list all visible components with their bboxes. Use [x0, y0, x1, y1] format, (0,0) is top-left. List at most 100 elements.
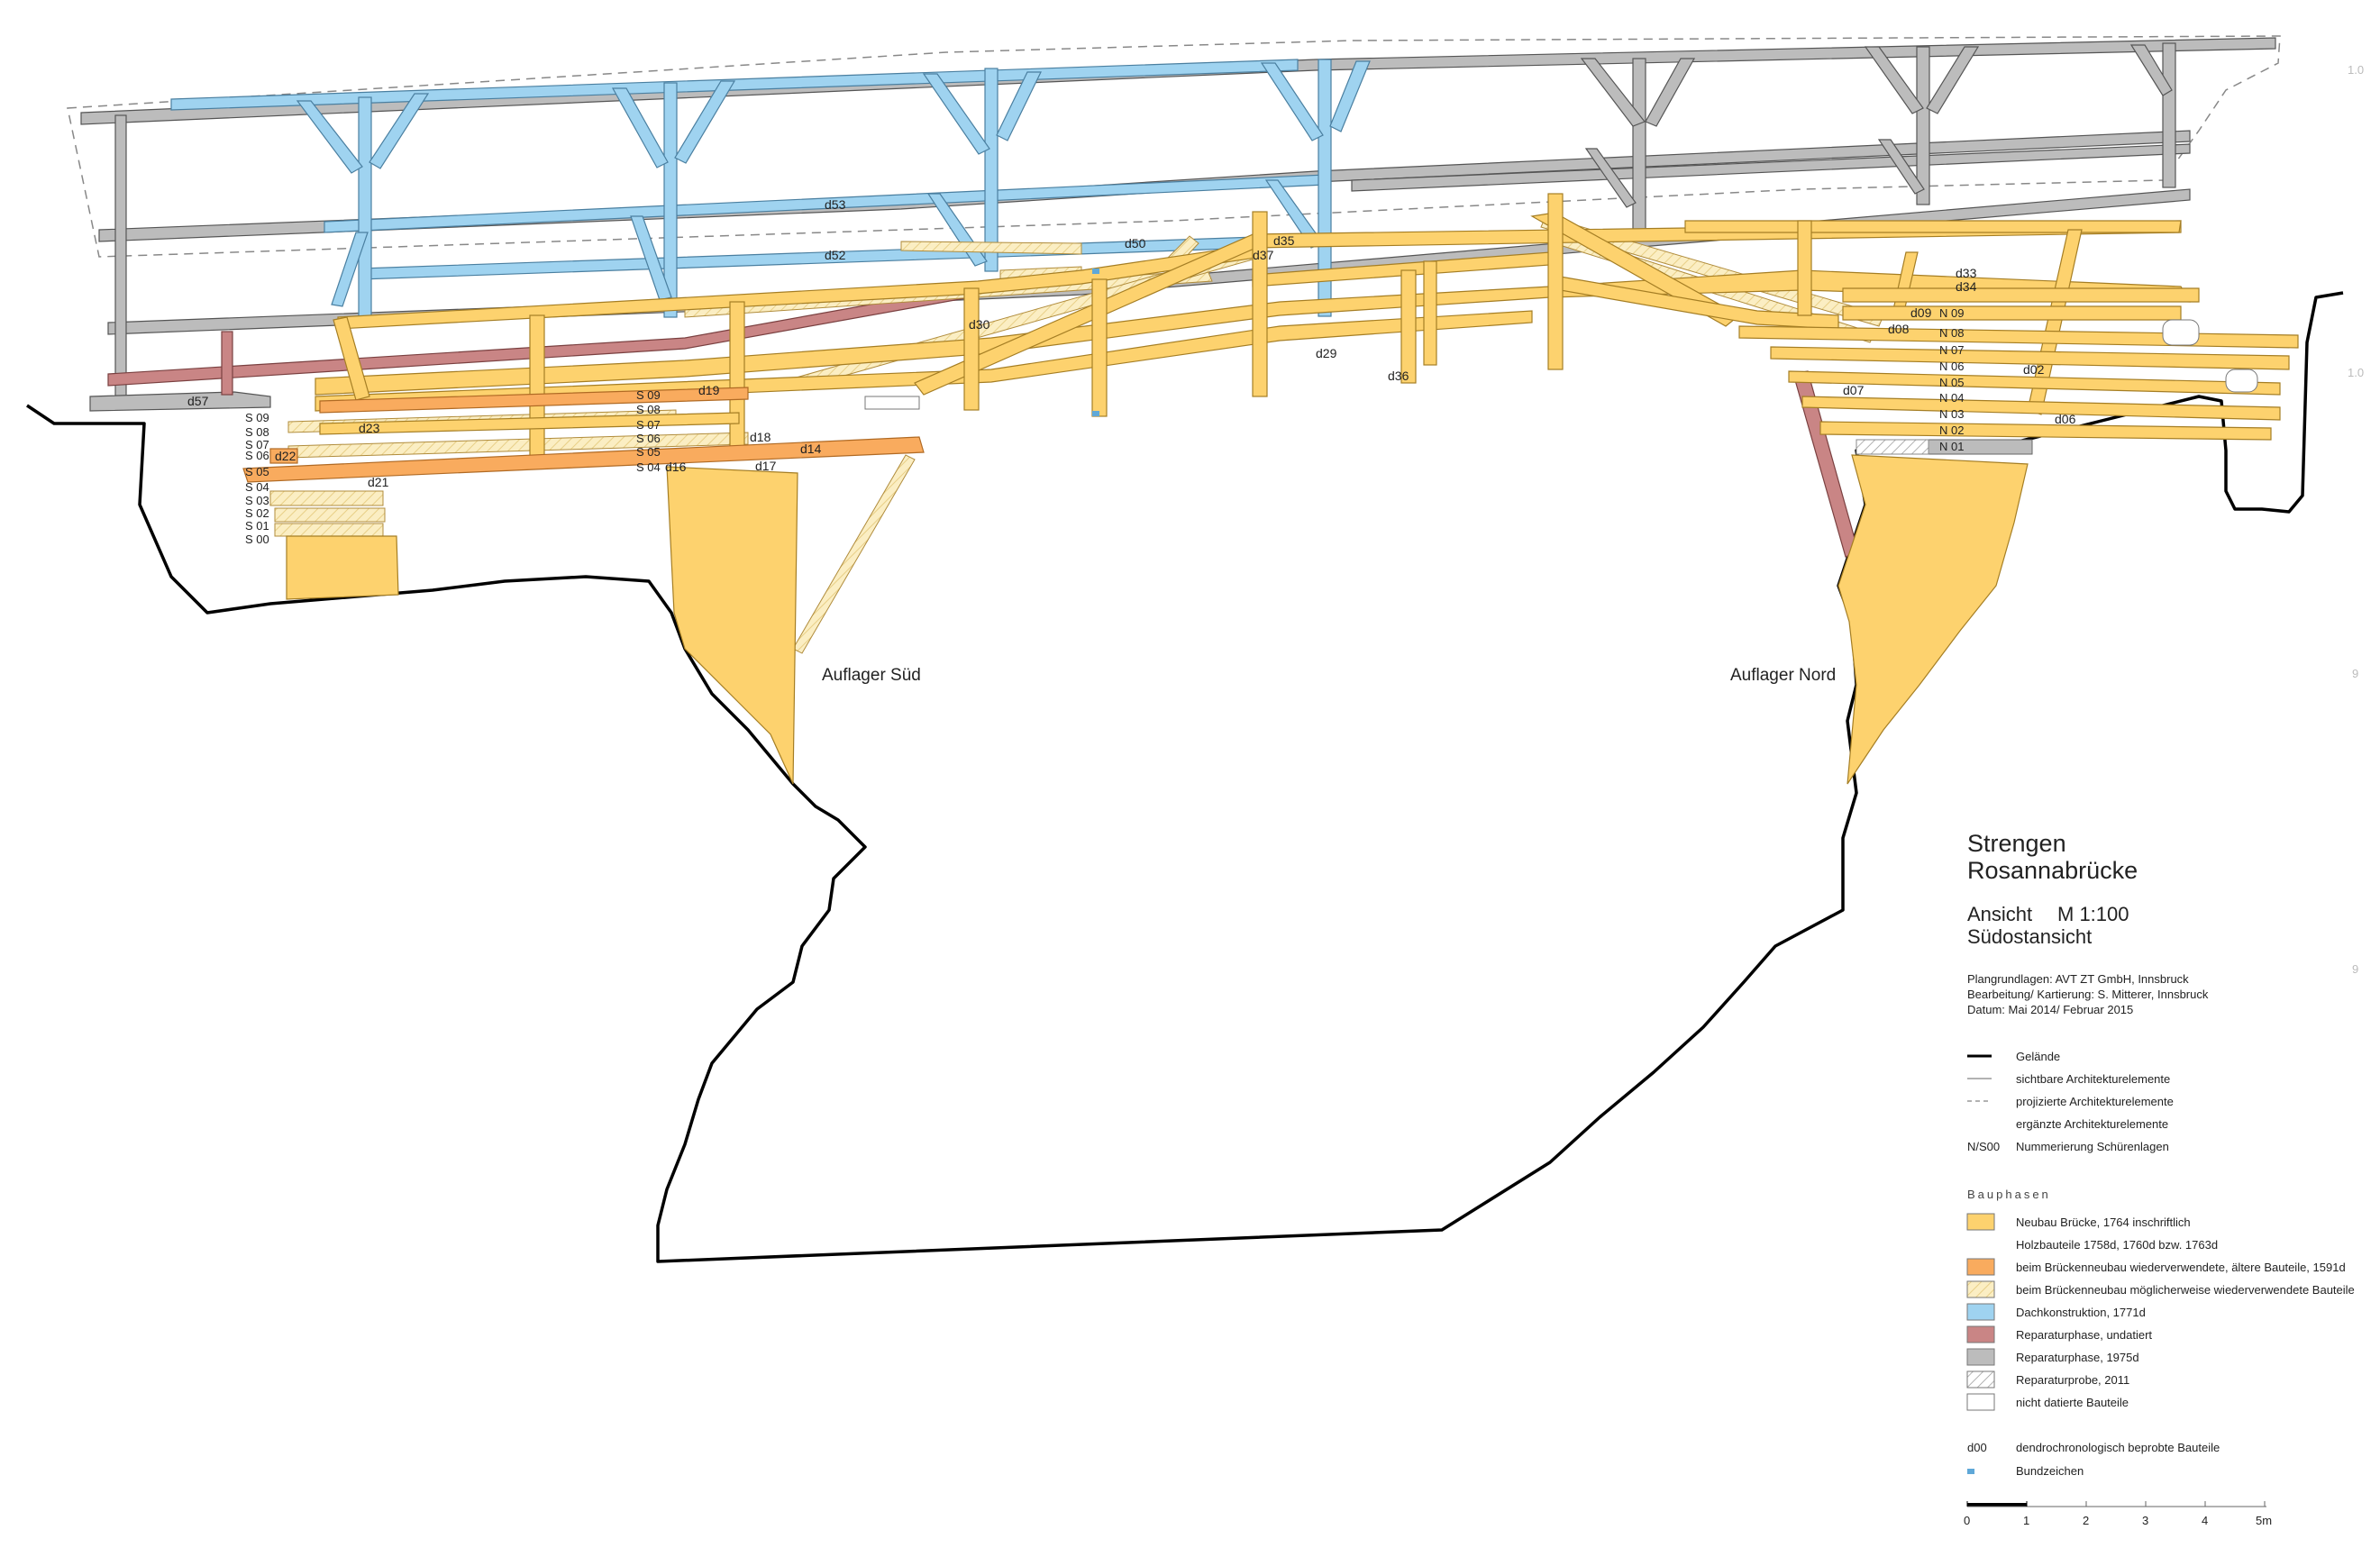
layer-label: S 09: [636, 388, 661, 402]
legend-label: Bundzeichen: [2016, 1464, 2084, 1478]
title-block: Strengen Rosannabrücke Ansicht M 1:100 S…: [1967, 830, 2209, 1016]
sample-label: d14: [800, 442, 822, 456]
sample-label: d57: [187, 394, 209, 408]
roof-projection-outline: [67, 35, 2281, 258]
legend-label: beim Brückenneubau wiederverwendete, ält…: [2016, 1261, 2346, 1274]
layer-label: N 05: [1939, 376, 1964, 389]
legend-label: dendrochronologisch beprobte Bauteile: [2016, 1441, 2220, 1454]
sample-label: d23: [359, 421, 380, 435]
scale-tick-label: 0: [1964, 1514, 1970, 1527]
layer-label: N 03: [1939, 407, 1964, 421]
sample-label: d34: [1956, 279, 1977, 294]
margin-mark: 9: [2352, 962, 2358, 976]
line-legend: N/S00 Gelände sichtbare Architektureleme…: [1967, 1050, 2174, 1153]
sample-label: d33: [1956, 266, 1977, 280]
phases-heading: Bauphasen: [1967, 1188, 2051, 1201]
scale-tick-label: 5m: [2256, 1514, 2272, 1527]
sample-label: d08: [1888, 322, 1910, 336]
legend-label: Gelände: [2016, 1050, 2060, 1063]
legend-symbol: N/S00: [1967, 1140, 2000, 1153]
repair-probe-hatch: [1856, 439, 1929, 455]
layer-labels-north: N 09 N 08 N 07 N 06 N 05 N 04 N 03 N 02 …: [1939, 306, 1964, 453]
layer-label: N 02: [1939, 423, 1964, 437]
legend-label: Neubau Brücke, 1764 inschriftlich: [2016, 1216, 2191, 1229]
margin-mark: 1.0: [2348, 63, 2364, 77]
scale-tick-label: 3: [2142, 1514, 2148, 1527]
abutment-south-label: Auflager Süd: [822, 666, 921, 685]
sample-label: d53: [825, 197, 846, 212]
layer-label: S 07: [636, 418, 661, 432]
layer-label: S 04: [245, 480, 269, 494]
layer-label: S 01: [245, 519, 269, 533]
layer-label: N 01: [1939, 440, 1964, 453]
margin-marks: 1.0 1.0 9 9: [2348, 63, 2364, 976]
credit-line: Bearbeitung/ Kartierung: S. Mitterer, In…: [1967, 988, 2209, 1001]
title-place: Strengen: [1967, 830, 2066, 857]
layer-label: S 02: [245, 506, 269, 520]
legend-label: sichtbare Architekturelemente: [2016, 1072, 2170, 1086]
layer-label: S 03: [245, 494, 269, 507]
margin-mark: 1.0: [2348, 366, 2364, 379]
legend-label: Nummerierung Schürenlagen: [2016, 1140, 2169, 1153]
layer-label: N 04: [1939, 391, 1964, 405]
legend-label: ergänzte Architekturelemente: [2016, 1117, 2168, 1131]
legend-label: Reparaturphase, undatiert: [2016, 1328, 2152, 1342]
credit-line: Datum: Mai 2014/ Februar 2015: [1967, 1003, 2133, 1016]
layer-labels-south: S 09 S 08 S 07 S 06 S 05 S 04 S 03 S 02 …: [245, 411, 269, 546]
terrain-line: [26, 291, 2344, 1263]
phase-legend: Bauphasen Neubau Brücke, 1764 inschriftl…: [1966, 1188, 2355, 1411]
title-view: Ansicht: [1967, 903, 2032, 925]
bundzeichen-markers: [1092, 269, 1099, 416]
scale-tick-label: 1: [2023, 1514, 2029, 1527]
layer-label: S 00: [245, 533, 269, 546]
sample-label: d02: [2023, 362, 2045, 377]
layer-label: S 05: [636, 445, 661, 459]
legend-label: Holzbauteile 1758d, 1760d bzw. 1763d: [2016, 1238, 2218, 1252]
layer-label: S 05: [245, 465, 269, 478]
layer-label: S 06: [245, 449, 269, 462]
sample-label: d16: [665, 460, 687, 474]
legend-label: Dachkonstruktion, 1771d: [2016, 1306, 2146, 1319]
title-scale: M 1:100: [2057, 903, 2129, 925]
layer-label: S 09: [245, 411, 269, 424]
sample-labels: d53 d52 d50 d35 d37 d33 d34 d30 d29 d36 …: [187, 197, 2076, 489]
symbol-legend: d00 dendrochronologisch beprobte Bauteil…: [1967, 1441, 2220, 1478]
sample-label: d17: [755, 459, 777, 473]
legend-label: Reparaturprobe, 2011: [2016, 1373, 2129, 1387]
sample-label: d19: [698, 383, 720, 397]
undated-white-members: [864, 319, 2258, 410]
layer-label: S 08: [245, 425, 269, 439]
sample-label: d50: [1125, 236, 1146, 250]
layer-label: S 07: [245, 438, 269, 451]
layer-label: N 06: [1939, 360, 1964, 373]
legend-label: nicht datierte Bauteile: [2016, 1396, 2129, 1409]
sample-label: d52: [825, 248, 846, 262]
sample-label: d07: [1843, 383, 1865, 397]
layer-label: N 09: [1939, 306, 1964, 320]
layer-label: S 06: [636, 432, 661, 445]
layer-labels-mid: S 09 S 08 S 07 S 06 S 05 S 04: [636, 388, 661, 474]
credit-line: Plangrundlagen: AVT ZT GmbH, Innsbruck: [1967, 972, 2189, 986]
legend-symbol: d00: [1967, 1441, 1987, 1454]
sample-label: d09: [1910, 305, 1932, 320]
scale-tick-label: 4: [2202, 1514, 2208, 1527]
sample-label: d06: [2055, 412, 2076, 426]
legend-label: projizierte Architekturelemente: [2016, 1095, 2174, 1108]
layer-label: S 08: [636, 403, 661, 416]
sample-label: d18: [750, 430, 771, 444]
sample-label: d36: [1388, 369, 1409, 383]
scale-tick-label: 2: [2083, 1514, 2089, 1527]
layer-label: S 04: [636, 460, 661, 474]
margin-mark: 9: [2352, 667, 2358, 680]
main-yellow-members: [286, 193, 2299, 785]
sample-label: d21: [368, 475, 389, 489]
abutment-north-label: Auflager Nord: [1730, 666, 1836, 685]
sample-label: d22: [275, 449, 296, 463]
reused-orange-members: [242, 387, 925, 483]
legend-label: Reparaturphase, 1975d: [2016, 1351, 2139, 1364]
sample-label: d30: [969, 317, 990, 332]
title-orientation: Südostansicht: [1967, 925, 2092, 948]
scale-bar: 0 1 2 3 4 5m: [1964, 1501, 2272, 1527]
sample-label: d35: [1273, 233, 1295, 248]
